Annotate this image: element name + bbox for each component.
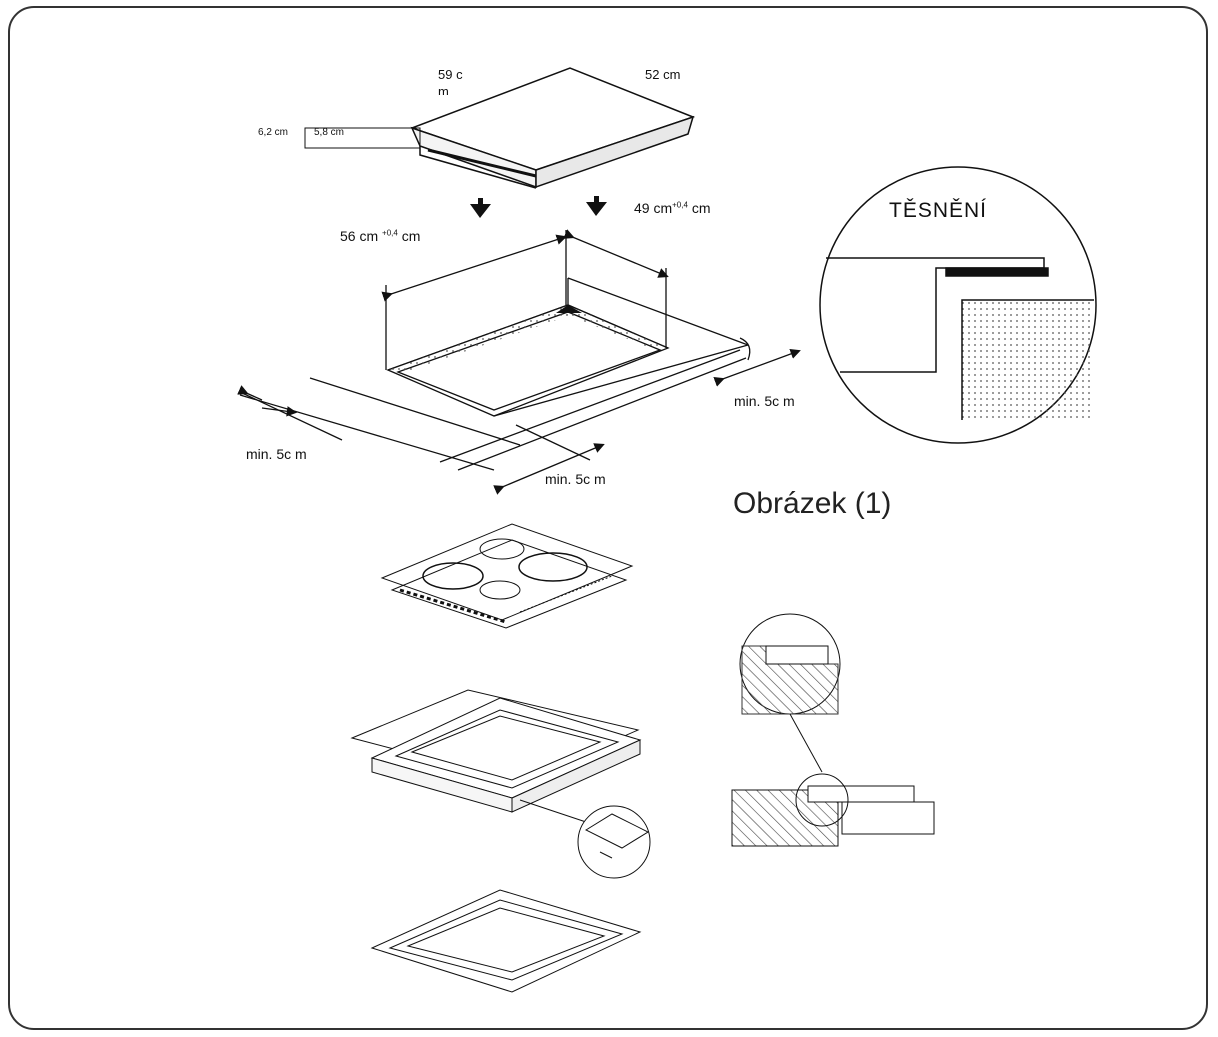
figure-frame xyxy=(8,6,1208,1030)
gasket-frame xyxy=(350,689,651,879)
dimension-inner-thickness-label: 5,8 cm xyxy=(314,127,345,138)
cooktop-unit xyxy=(409,67,696,189)
clearance-front-label: min. 5c m xyxy=(545,471,606,487)
clearance-right-label: min. 5c m xyxy=(734,393,795,409)
countertop-cutout xyxy=(237,229,801,495)
seal-label: TĚSNĚNÍ xyxy=(889,199,988,222)
figure-caption: Obrázek (1) xyxy=(733,487,892,520)
down-arrow-icon xyxy=(586,196,607,216)
cutout-width-unit: cm xyxy=(401,228,421,244)
cutout-depth-tolerance: +0,4 xyxy=(672,200,688,210)
cutout-width-label: 56 cm +0,4 cm xyxy=(340,229,420,243)
dimension-outer-thickness-label: 6,2 cm xyxy=(258,127,289,138)
mounting-frame xyxy=(370,889,642,993)
cutout-width-tolerance: +0,4 xyxy=(382,228,398,238)
thickness-dimension xyxy=(304,127,421,149)
dimension-width-label: 59 c xyxy=(438,67,463,82)
dimension-width-label-cont: m xyxy=(438,85,449,95)
hob-top-view xyxy=(380,523,634,629)
clearance-left-label: min. 5c m xyxy=(246,446,307,462)
down-arrow-icon xyxy=(470,198,491,218)
cutout-depth-unit: cm xyxy=(691,200,711,216)
cutout-width-value: 56 cm xyxy=(340,228,379,244)
edge-detail xyxy=(731,613,935,847)
dimension-depth-label: 52 cm xyxy=(645,67,681,82)
cutout-depth-label: 49 cm+0,4 cm xyxy=(634,201,710,215)
seal-detail xyxy=(819,166,1097,444)
cutout-depth-value: 49 cm xyxy=(634,200,673,216)
